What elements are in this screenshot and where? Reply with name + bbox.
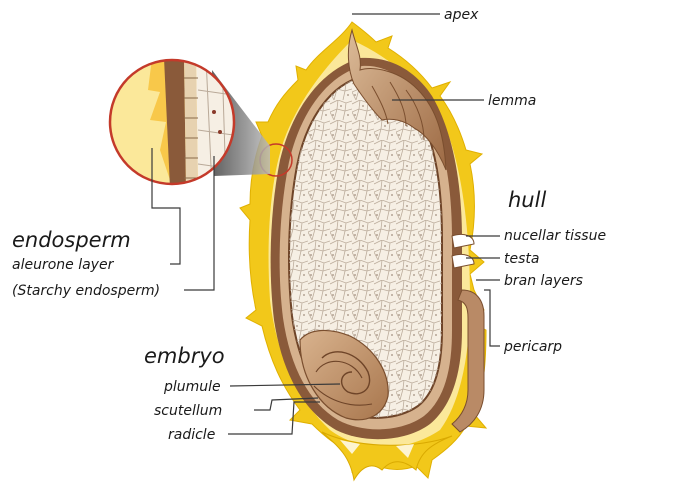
label-starchy-endosperm: (Starchy endosperm): [12, 283, 160, 299]
label-radicle: radicle: [168, 427, 215, 443]
label-pericarp: pericarp: [503, 339, 562, 355]
label-aleurone-layer: aleurone layer: [12, 257, 115, 273]
labels: apex lemma hull nucellar tissue testa br…: [12, 7, 606, 443]
leader-lines: [151, 13, 500, 435]
label-hull: hull: [508, 188, 546, 212]
label-testa: testa: [504, 251, 539, 267]
label-lemma: lemma: [488, 93, 536, 109]
embryo-shape: [299, 329, 389, 421]
label-scutellum: scutellum: [154, 403, 222, 419]
hull-base: [321, 431, 453, 482]
bran-layers-tubes: [451, 233, 485, 433]
label-apex: apex: [444, 7, 479, 23]
label-endosperm: endosperm: [12, 228, 131, 252]
label-nucellar-tissue: nucellar tissue: [504, 228, 606, 244]
label-embryo: embryo: [144, 344, 225, 368]
label-plumule: plumule: [163, 379, 221, 395]
label-bran-layers: bran layers: [504, 273, 583, 289]
